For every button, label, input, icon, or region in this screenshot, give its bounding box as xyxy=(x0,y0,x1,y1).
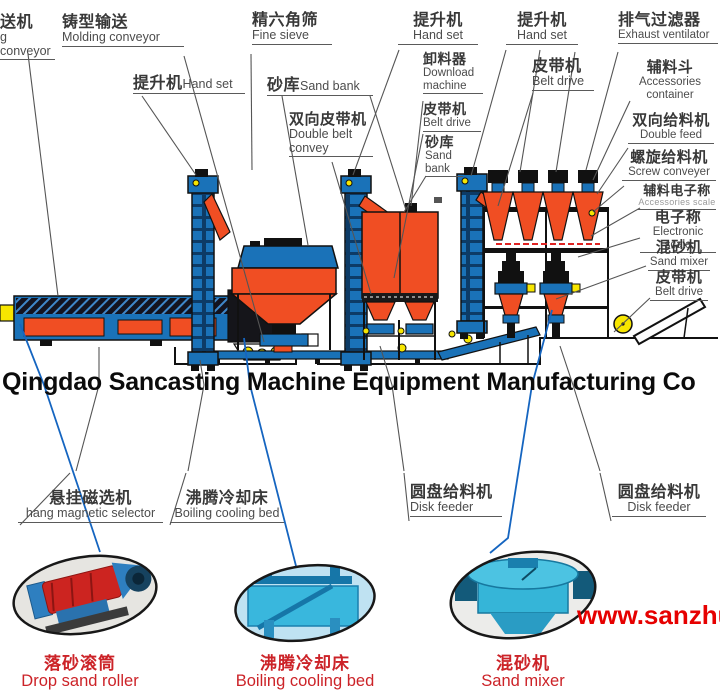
callout-sand-bank-top-en: Sand bank xyxy=(300,79,360,93)
callout-hand-set-right: 提升机 Hand set xyxy=(506,12,578,45)
callout-sand-bank-small-zh: 砂库 xyxy=(425,134,454,150)
callout-accessories-scale-en: Accessories scale xyxy=(638,197,716,208)
callout-sand-mixer-right-en: Sand mixer xyxy=(649,256,709,269)
callout-double-belt-convey-en: Double belt convey xyxy=(289,127,353,155)
callout-hand-set-mid: 提升机 Hand set xyxy=(398,12,478,45)
caption-drop-sand-roller-zh: 落砂滚筒 xyxy=(44,654,116,673)
callout-electronic-scale-en: Electronic scale xyxy=(652,226,704,251)
callout-download-machine-en: Download machine xyxy=(423,67,475,92)
callout-belt-drive-right-bottom-zh: 皮带机 xyxy=(655,269,703,286)
callout-belt-drive-mid: 皮带机 Belt drive xyxy=(423,101,481,132)
callout-belt-drive-right-top-en: Belt drive xyxy=(532,74,585,89)
callout-molding-conveyor-en: Molding conveyor xyxy=(62,30,160,45)
caption-boiling-cooling-bed: 沸腾冷却床 Boiling cooling bed xyxy=(230,655,380,690)
caption-drop-sand-roller: 落砂滚筒 Drop sand roller xyxy=(5,655,155,690)
callout-double-feed-en: Double feed xyxy=(639,129,703,142)
caption-sand-mixer: 混砂机 Sand mixer xyxy=(448,655,598,690)
caption-sand-mixer-en: Sand mixer xyxy=(481,671,565,690)
callout-accessories-container-zh: 辅料斗 xyxy=(646,59,694,76)
callout-belt-drive-right-top-zh: 皮带机 xyxy=(532,58,582,75)
callout-double-feed: 双向给料机 Double feed xyxy=(628,112,714,144)
callout-feed-conveyor-cut-zh: 送机 xyxy=(0,14,34,31)
callout-feed-conveyor-cut: 送机 g conveyor xyxy=(0,14,55,61)
caption-boiling-cooling-bed-zh: 沸腾冷却床 xyxy=(260,654,350,673)
callout-sand-mixer-right-zh: 混砂机 xyxy=(655,239,703,256)
callout-disk-feeder-right-zh: 圆盘给料机 xyxy=(617,484,701,501)
sand-bank-silo xyxy=(361,197,456,360)
callout-boiling-cooling-bed-en: Boiling cooling bed xyxy=(174,506,280,521)
callout-hand-set-mid-en: Hand set xyxy=(412,28,464,43)
callout-belt-drive-right-top: 皮带机 Belt drive xyxy=(532,58,594,91)
caption-drop-sand-roller-en: Drop sand roller xyxy=(21,671,139,690)
callout-fine-sieve-en: Fine sieve xyxy=(252,28,309,43)
callout-boiling-cooling-bed-zh: 沸腾冷却床 xyxy=(185,490,269,507)
callout-screw-conveyer: 螺旋给料机 Screw conveyer xyxy=(622,149,716,181)
bucket-elevator-1 xyxy=(187,169,231,371)
callout-disk-feeder-left: 圆盘给料机 Disk feeder xyxy=(410,484,502,517)
callout-hand-set-right-zh: 提升机 xyxy=(517,12,567,29)
callout-disk-feeder-left-zh: 圆盘给料机 xyxy=(410,484,493,501)
callout-hand-set-left-zh: 提升机 xyxy=(133,75,183,92)
callout-fine-sieve: 精六角筛 Fine sieve xyxy=(252,12,332,45)
callout-disk-feeder-left-en: Disk feeder xyxy=(410,500,474,515)
callout-belt-drive-mid-en: Belt drive xyxy=(423,117,471,130)
callout-electronic-scale-zh: 电子称 xyxy=(654,209,702,226)
company-title: Qingdao Sancasting Machine Equipment Man… xyxy=(2,368,696,396)
callout-screw-conveyer-en: Screw conveyer xyxy=(628,166,710,179)
callout-accessories-container-en: Accessories container xyxy=(639,76,701,101)
callout-hand-set-right-en: Hand set xyxy=(516,28,568,43)
photo-leader-lines xyxy=(19,309,553,567)
callout-download-machine-zh: 卸料器 xyxy=(423,51,467,67)
callout-hang-magnetic-selector-en: hang magnetic selector xyxy=(25,506,156,521)
callout-sand-bank-top-zh: 砂库 xyxy=(267,77,301,94)
callout-disk-feeder-right-en: Disk feeder xyxy=(627,500,691,515)
callout-exhaust-ventilator-en: Exhaust ventilator xyxy=(618,29,710,42)
callout-exhaust-ventilator-zh: 排气过滤器 xyxy=(618,12,701,29)
callout-belt-drive-right-bottom-en: Belt drive xyxy=(655,286,703,299)
callout-molding-conveyor-zh: 铸型输送 xyxy=(62,14,129,31)
callout-sand-bank-top: 砂库Sand bank xyxy=(267,77,373,97)
leader-lines xyxy=(19,49,651,526)
callout-hand-set-mid-zh: 提升机 xyxy=(413,12,463,29)
callout-hang-magnetic-selector-zh: 悬挂磁选机 xyxy=(49,490,132,507)
callout-belt-drive-right-bottom: 皮带机 Belt drive xyxy=(650,269,708,301)
photo-sand-mixer xyxy=(445,548,603,644)
callout-fine-sieve-zh: 精六角筛 xyxy=(252,12,319,29)
caption-boiling-cooling-bed-en: Boiling cooling bed xyxy=(235,671,375,690)
callout-electronic-scale: 电子称 Electronic scale xyxy=(640,209,716,253)
feed-hoppers xyxy=(482,170,604,241)
callout-boiling-cooling-bed: 沸腾冷却床 Boiling cooling bed xyxy=(170,490,284,523)
website-url: www.sanzhu xyxy=(577,600,720,630)
batching-mixing-complex xyxy=(482,170,609,338)
callout-double-feed-zh: 双向给料机 xyxy=(632,112,710,129)
callout-double-belt-convey: 双向皮带机 Double belt convey xyxy=(289,111,373,158)
callout-belt-drive-mid-zh: 皮带机 xyxy=(423,101,467,117)
callout-sand-bank-small-en: Sand bank xyxy=(425,150,452,175)
callout-accessories-scale-zh: 辅料电子称 xyxy=(643,183,711,198)
callout-sand-bank-small: 砂库 Sand bank xyxy=(425,134,463,177)
callout-accessories-container: 辅料斗 Accessories container xyxy=(630,59,710,101)
callout-hang-magnetic-selector: 悬挂磁选机 hang magnetic selector xyxy=(18,490,163,523)
callout-screw-conveyer-zh: 螺旋给料机 xyxy=(630,149,708,166)
callout-accessories-scale: 辅料电子称 Accessories scale xyxy=(638,183,716,210)
callout-hand-set-left: 提升机Hand set xyxy=(133,75,245,95)
callout-exhaust-ventilator: 排气过滤器 Exhaust ventilator xyxy=(618,12,718,44)
callout-hand-set-left-en: Hand set xyxy=(182,77,233,91)
photo-drop-sand-roller xyxy=(7,550,163,642)
callout-sand-mixer-right: 混砂机 Sand mixer xyxy=(648,239,710,271)
callout-molding-conveyor: 铸型输送 Molding conveyor xyxy=(62,14,184,47)
caption-sand-mixer-zh: 混砂机 xyxy=(496,654,550,673)
callout-double-belt-convey-zh: 双向皮带机 xyxy=(289,111,367,128)
photo-boiling-cooling-bed xyxy=(230,560,380,650)
callout-feed-conveyor-cut-en: g conveyor xyxy=(0,30,51,58)
fine-sieve-hopper xyxy=(229,238,339,353)
sand-mixers xyxy=(494,253,581,338)
callout-download-machine: 卸料器 Download machine xyxy=(423,51,483,94)
callout-disk-feeder-right: 圆盘给料机 Disk feeder xyxy=(612,484,706,517)
